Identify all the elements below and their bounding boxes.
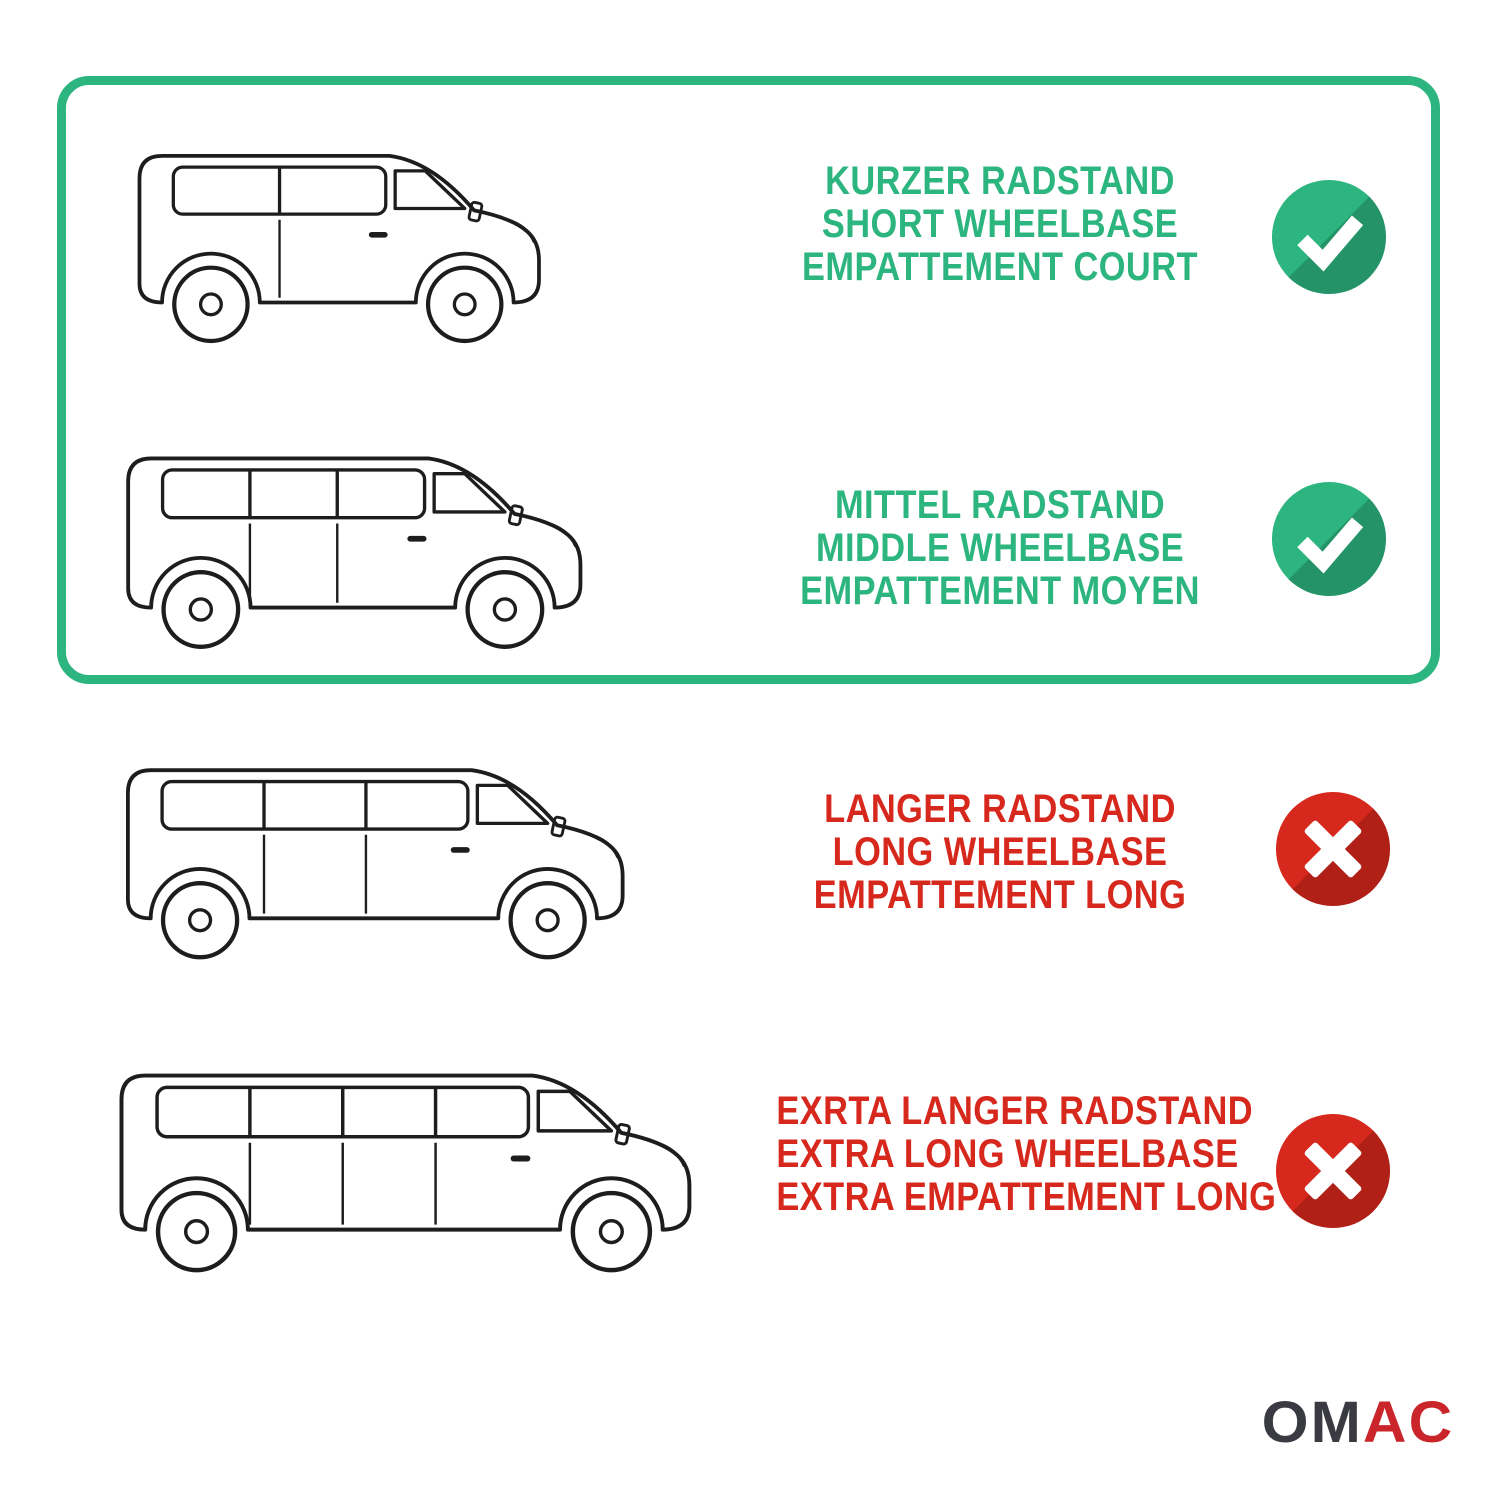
- omac-logo-red-part: AC: [1362, 1390, 1454, 1455]
- label-line-de: LANGER RADSTAND: [824, 787, 1176, 831]
- label-line-fr: EMPATTEMENT MOYEN: [800, 569, 1200, 613]
- van-illustration-middle-wheelbase: [88, 424, 612, 653]
- variant-label-middle-wheelbase: MITTEL RADSTAND MIDDLE WHEELBASE EMPATTE…: [794, 484, 1207, 613]
- van-illustration-long-wheelbase: [88, 736, 654, 964]
- label-line-fr: EXTRA EMPATTEMENT LONG: [776, 1175, 1277, 1219]
- cross-icon: [1274, 1112, 1392, 1230]
- van-illustration-extra-long-wheelbase: [80, 1040, 722, 1277]
- variant-label-extra-long-wheelbase: EXRTA LANGER RADSTAND EXTRA LONG WHEELBA…: [776, 1089, 1277, 1219]
- label-line-de: MITTEL RADSTAND: [834, 483, 1166, 527]
- omac-logo-dark-part: OM: [1261, 1390, 1363, 1455]
- included-variants-outline: [57, 76, 1440, 684]
- label-line-de: EXRTA LANGER RADSTAND: [776, 1089, 1254, 1133]
- omac-logo: OMAC: [1261, 1394, 1454, 1452]
- label-line-en: EXTRA LONG WHEELBASE: [776, 1132, 1239, 1176]
- label-line-en: MIDDLE WHEELBASE: [815, 526, 1185, 570]
- variant-label-long-wheelbase: LANGER RADSTAND LONG WHEELBASE EMPATTEME…: [794, 788, 1207, 917]
- label-line-fr: EMPATTEMENT LONG: [813, 873, 1187, 917]
- check-icon: [1270, 480, 1388, 598]
- variant-label-short-wheelbase: KURZER RADSTAND SHORT WHEELBASE EMPATTEM…: [794, 160, 1207, 289]
- van-illustration-short-wheelbase: [100, 122, 570, 348]
- label-line-en: SHORT WHEELBASE: [821, 202, 1179, 246]
- label-line-en: LONG WHEELBASE: [832, 830, 1168, 874]
- label-line-fr: EMPATTEMENT COURT: [802, 245, 1198, 289]
- check-icon: [1270, 178, 1388, 296]
- cross-icon: [1274, 790, 1392, 908]
- label-line-de: KURZER RADSTAND: [825, 159, 1175, 203]
